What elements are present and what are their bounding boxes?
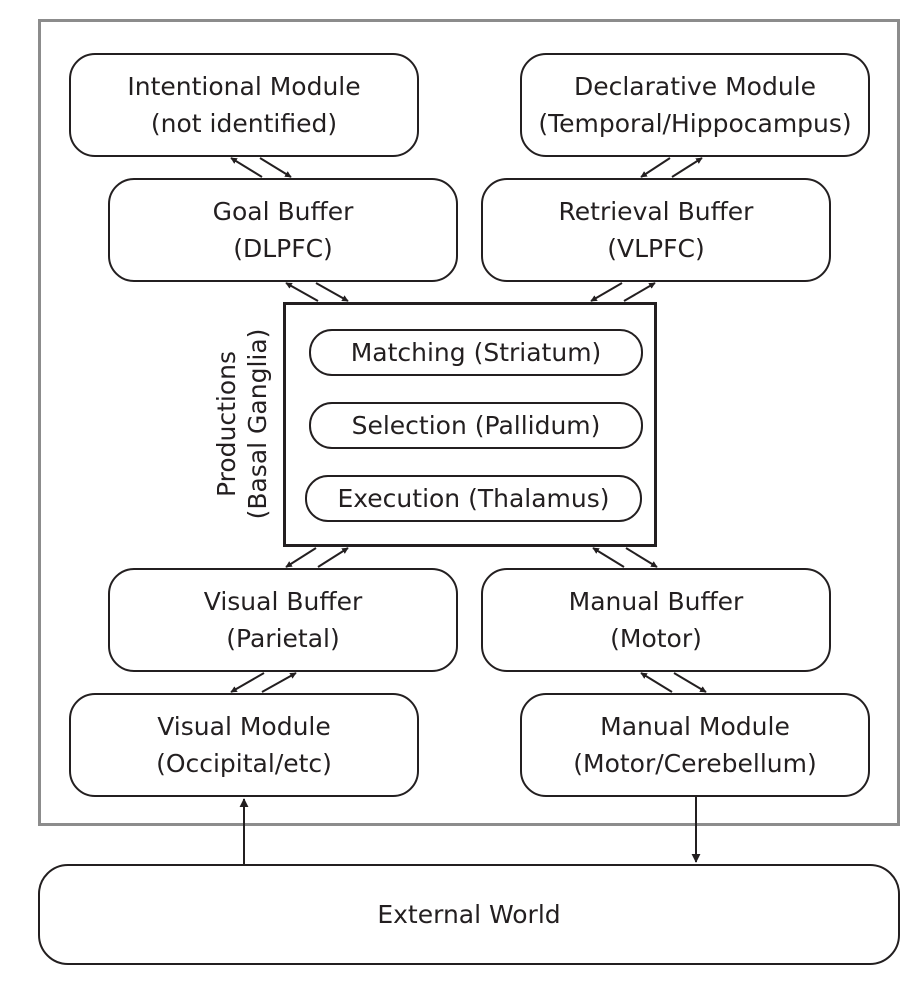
arrow-productions-to-visual-buffer [285,547,317,568]
arrow-goal-to-productions [315,282,349,302]
visual-module-name: Visual Module [157,712,331,741]
external-world: External World [38,864,900,965]
retrieval-buffer-region: (VLPFC) [607,234,705,263]
manual-buffer-region: (Motor) [610,624,702,653]
arrow-visual-buffer-to-visual-module [230,672,265,693]
retrieval-buffer: Retrieval Buffer (VLPFC) [481,178,831,282]
arrow-visual-module-to-visual-buffer [261,672,297,693]
arrow-intentional-to-goal [259,157,292,178]
intentional-module-region: (not identified) [150,109,338,138]
manual-buffer: Manual Buffer (Motor) [481,568,831,672]
arrow-manual-buffer-to-productions [592,547,625,568]
manual-module-region: (Motor/Cerebellum) [573,749,817,778]
arrow-productions-to-manual-buffer [625,547,658,568]
external-world-label: External World [377,900,561,929]
arrow-retrieval-to-productions [590,282,623,302]
intentional-module: Intentional Module (not identified) [69,53,419,157]
intentional-module-name: Intentional Module [127,72,361,101]
goal-buffer: Goal Buffer (DLPFC) [108,178,458,282]
arrow-manual-module-to-manual-buffer [640,672,673,693]
architecture-frame [38,19,900,826]
visual-buffer: Visual Buffer (Parietal) [108,568,458,672]
retrieval-buffer-name: Retrieval Buffer [558,197,754,226]
arrow-manual-buffer-to-manual-module [673,672,707,693]
arrow-productions-to-goal [285,282,319,302]
visual-buffer-region: (Parietal) [226,624,340,653]
visual-module: Visual Module (Occipital/etc) [69,693,419,797]
arrow-visual-buffer-to-productions [317,547,349,568]
declarative-module-region: (Temporal/Hippocampus) [538,109,852,138]
arrow-productions-to-retrieval [623,282,656,302]
manual-buffer-name: Manual Buffer [568,587,744,616]
manual-module-name: Manual Module [600,712,790,741]
selection-stage: Selection (Pallidum) [309,402,643,449]
execution-stage: Execution (Thalamus) [305,475,642,522]
arrow-declarative-to-retrieval [640,157,671,178]
productions-box: Matching (Striatum) Selection (Pallidum)… [283,302,657,547]
arrow-goal-to-intentional [230,157,263,178]
manual-module: Manual Module (Motor/Cerebellum) [520,693,870,797]
matching-stage: Matching (Striatum) [309,329,643,376]
goal-buffer-name: Goal Buffer [212,197,354,226]
visual-module-region: (Occipital/etc) [156,749,332,778]
arrow-retrieval-to-declarative [671,157,703,178]
declarative-module-name: Declarative Module [573,72,817,101]
declarative-module: Declarative Module (Temporal/Hippocampus… [520,53,870,157]
visual-buffer-name: Visual Buffer [203,587,363,616]
goal-buffer-region: (DLPFC) [233,234,333,263]
